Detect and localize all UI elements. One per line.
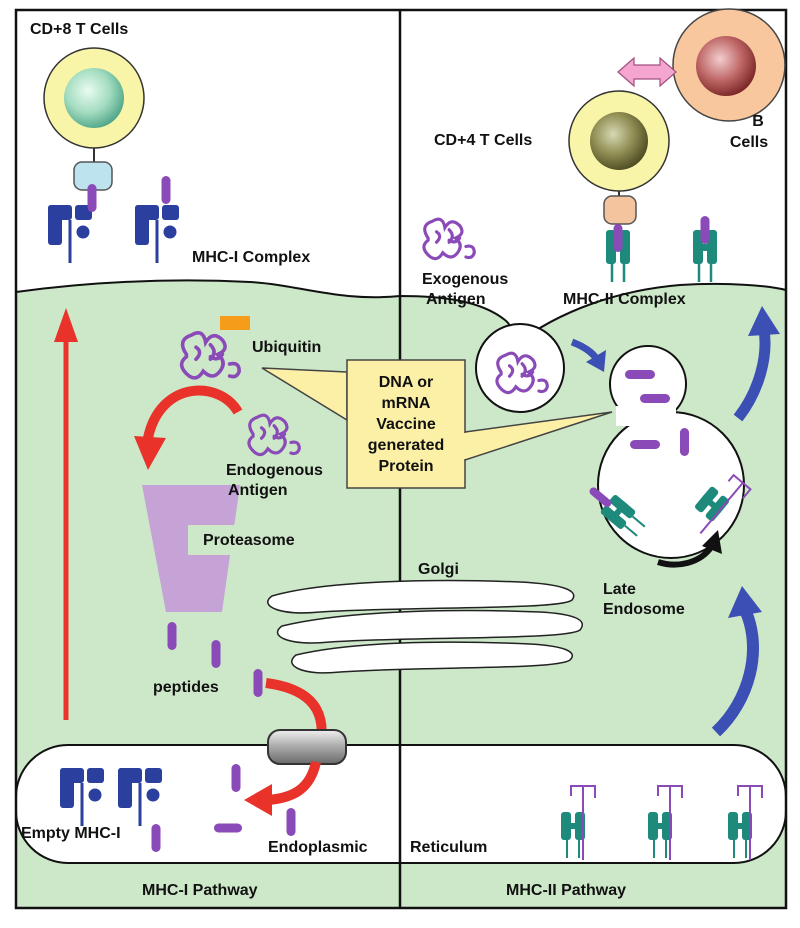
er-peptide	[286, 808, 296, 836]
mhc2-peptide-2	[700, 216, 710, 244]
endogenous-label-2: Antigen	[228, 482, 288, 499]
mhc1-peptide-1	[87, 184, 97, 212]
cyto-peptide	[253, 669, 263, 697]
b-cell	[672, 8, 786, 122]
mhc2-pathway-label: MHC-II Pathway	[506, 882, 627, 899]
late-endosome	[589, 345, 752, 568]
mhc1-pathway-label: MHC-I Pathway	[142, 882, 258, 899]
cyto-peptide	[167, 622, 177, 650]
surface-arrow	[733, 306, 780, 422]
export-arrow	[54, 308, 78, 720]
endocytic-vesicle	[475, 323, 565, 413]
b-cells-label-2: Cells	[729, 134, 769, 151]
mhc1-peptide-2	[161, 176, 171, 204]
endoplasmic-label: Endoplasmic	[268, 839, 368, 856]
tap-arrow-lower	[244, 760, 321, 816]
callout-line-5: Protein	[378, 457, 434, 475]
ubiquitin-tag	[220, 316, 250, 330]
vaccine-callout-bubble	[261, 359, 613, 489]
callout-line-1: DNA or	[378, 373, 434, 391]
proteasome-label: Proteasome	[203, 532, 295, 549]
endogenous-label-1: Endogenous	[226, 462, 323, 479]
callout-line-4: generated	[367, 436, 445, 454]
cd8-t-cells-label: CD+8 T Cells	[30, 21, 129, 38]
callout-line-2: mRNA	[381, 394, 431, 412]
mhc2-peptide-1	[613, 224, 623, 252]
er-to-endosome-arrow	[711, 586, 762, 737]
cd8-t-cell	[43, 47, 145, 191]
fusion-arrow	[570, 338, 606, 372]
reticulum-label: Reticulum	[410, 839, 488, 856]
er-peptide	[231, 764, 241, 792]
cd4-t-cells-label: CD+4 T Cells	[434, 132, 533, 149]
exogenous-label-2: Antigen	[426, 291, 486, 308]
interaction-arrow	[617, 56, 677, 88]
tap-transporter	[267, 729, 347, 765]
b-cells-label-1: B	[752, 113, 764, 130]
er-peptide	[214, 823, 242, 833]
golgi-label: Golgi	[418, 561, 459, 578]
golgi-apparatus	[267, 579, 583, 674]
er-peptide	[151, 824, 161, 852]
callout-line-3: Vaccine	[376, 415, 436, 433]
cyto-peptide	[211, 640, 221, 668]
exogenous-label-1: Exogenous	[422, 271, 509, 288]
proteasome	[142, 485, 240, 612]
cd4-t-cell	[568, 90, 670, 225]
late-endosome-label-1: Late	[603, 581, 636, 598]
mhc2-complex-label: MHC-II Complex	[563, 291, 686, 308]
ubiquitin-label: Ubiquitin	[252, 339, 322, 356]
empty-mhc1-label: Empty MHC-I	[21, 825, 121, 842]
degradation-arrow	[134, 385, 243, 470]
vaccine-callout: DNA or mRNA Vaccine generated Protein	[347, 360, 465, 488]
mhc1-complex-label: MHC-I Complex	[192, 249, 311, 266]
late-endosome-label-2: Endosome	[603, 601, 685, 618]
peptides-label: peptides	[153, 679, 219, 696]
